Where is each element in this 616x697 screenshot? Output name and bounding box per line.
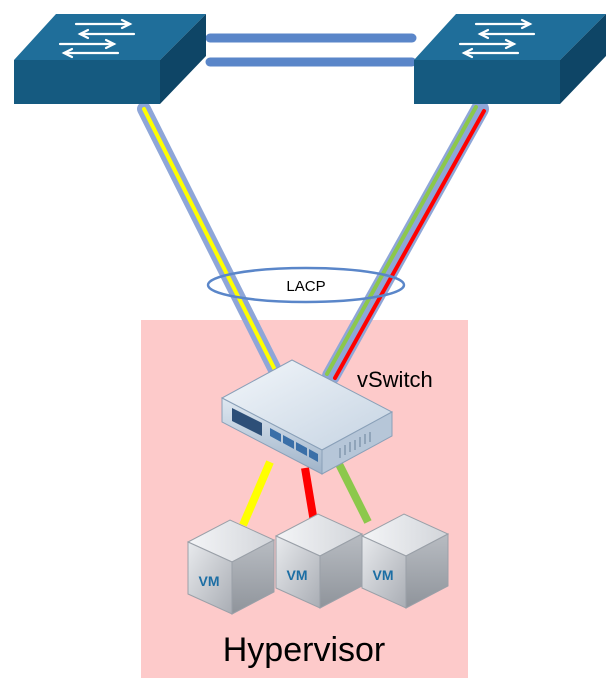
right-uplink — [322, 100, 489, 385]
left-switch-icon — [14, 14, 206, 104]
vm-3-icon: VM — [360, 513, 450, 609]
vm-3-label: VM — [373, 567, 394, 583]
right-switch-icon — [414, 14, 606, 104]
vm-1-icon: VM — [186, 519, 276, 615]
vm-1-label: VM — [199, 573, 220, 589]
hypervisor-label: Hypervisor — [223, 631, 385, 669]
inter-switch-link — [205, 33, 417, 67]
vm-links — [239, 460, 372, 527]
lacp-label: LACP — [286, 278, 325, 295]
vswitch-icon — [220, 359, 394, 475]
vm-2-label: VM — [287, 567, 308, 583]
left-uplink — [137, 102, 282, 377]
vm-2-icon: VM — [274, 513, 364, 609]
lacp-ring — [206, 266, 406, 304]
vswitch-label: vSwitch — [357, 367, 433, 392]
